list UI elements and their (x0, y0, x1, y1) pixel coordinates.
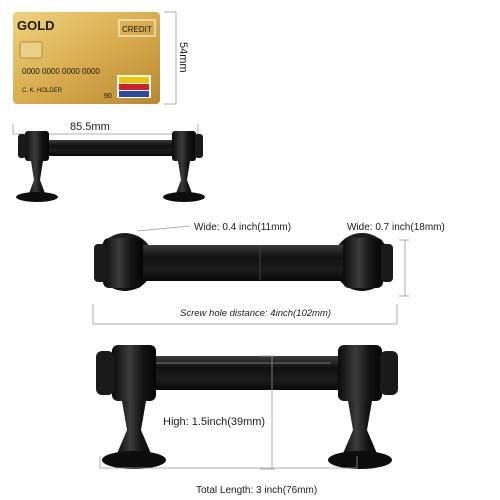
stripe-yellow (119, 77, 149, 83)
top-right-block (343, 238, 383, 288)
wide-large-dimension: Wide: 0.7 inch(18mm) (347, 222, 445, 297)
card-valid-thru: 90 (104, 93, 112, 100)
card-brand: GOLD (17, 18, 55, 33)
top-right-cap (381, 244, 393, 282)
side-bar (105, 356, 375, 390)
small-left-ring (18, 134, 26, 158)
card-number: 0000 0000 0000 0000 (22, 67, 100, 76)
credit-card: GOLD CREDIT 0000 0000 0000 0000 90 C. K.… (13, 12, 160, 104)
card-width-label: 85.5mm (70, 121, 110, 133)
card-height-label: 54mm (177, 42, 189, 73)
card-height-dimension: 54mm (164, 11, 189, 105)
side-right-collar (338, 345, 382, 401)
height-label: High: 1.5inch(39mm) (163, 416, 265, 428)
small-handle-bar (30, 140, 195, 156)
card-type-box (118, 19, 156, 37)
side-left-stem (116, 401, 152, 456)
small-right-collar (172, 131, 196, 161)
side-left-collar (112, 345, 156, 401)
top-left-block (103, 238, 143, 288)
small-left-stem (28, 161, 46, 196)
card-logo-stripes (117, 75, 151, 98)
wide-small-dimension: Wide: 0.4 inch(11mm) (136, 222, 291, 233)
side-left-ring (96, 351, 114, 395)
handle-top-view (94, 233, 393, 291)
height-dimension: High: 1.5inch(39mm) (163, 355, 275, 470)
card-chip (19, 41, 43, 59)
small-right-stem (175, 161, 193, 196)
screw-hole-dimension: Screw hole distance: 4inch(102mm) (92, 304, 398, 325)
wide-small-label: Wide: 0.4 inch(11mm) (194, 222, 291, 233)
total-length-label: Total Length: 3 inch(76mm) (196, 485, 317, 496)
wide-large-label: Wide: 0.7 inch(18mm) (347, 222, 445, 233)
stripe-blue (119, 91, 149, 97)
side-right-base (328, 451, 392, 469)
handle-small-side-view (16, 131, 205, 202)
top-bar (110, 245, 385, 281)
small-left-base (16, 192, 58, 202)
card-holder: C. K. HOLDER (22, 88, 63, 94)
small-left-collar (25, 131, 49, 161)
small-right-base (163, 192, 205, 202)
small-right-ring (195, 134, 203, 158)
side-right-stem (342, 401, 378, 456)
handle-side-view (96, 345, 398, 469)
total-length-dimension: Total Length: 3 inch(76mm) (99, 456, 358, 496)
stripe-red (119, 84, 149, 90)
card-type-label: CREDIT (122, 25, 152, 34)
side-left-base (102, 451, 166, 469)
screw-hole-label: Screw hole distance: 4inch(102mm) (180, 308, 331, 319)
side-right-ring (380, 351, 398, 395)
top-left-cap (94, 244, 106, 282)
